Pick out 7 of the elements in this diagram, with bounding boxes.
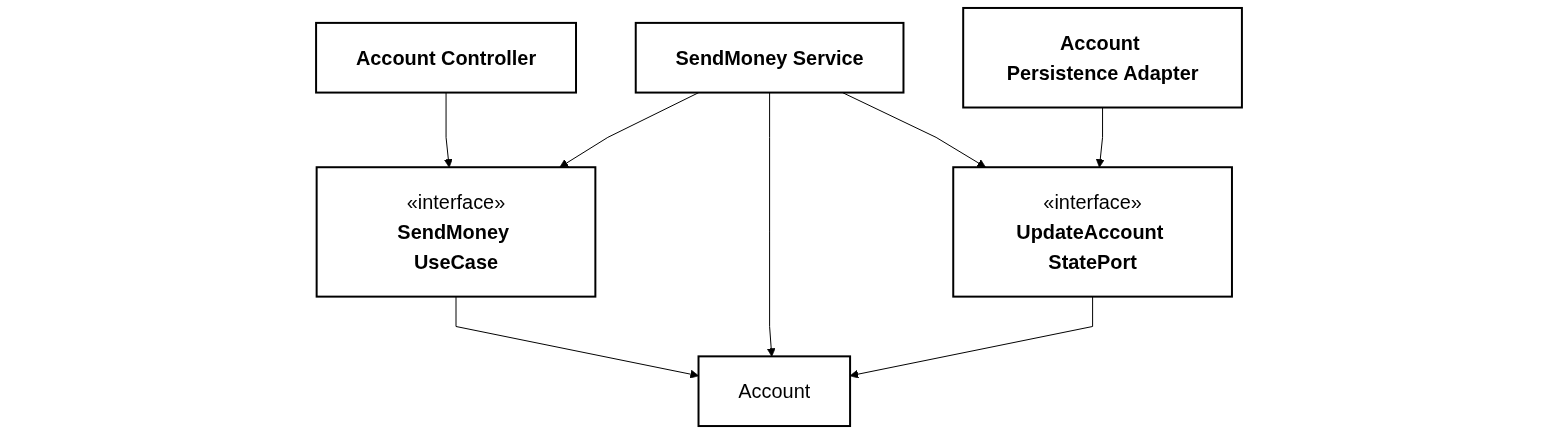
node-box: «interface» UpdateAccount StatePort — [952, 166, 1233, 298]
arrow — [455, 296, 699, 379]
node-box: Account Controller — [315, 21, 577, 94]
node-box: Account — [697, 355, 852, 428]
node-box: Account Persistence Adapter — [962, 6, 1243, 109]
node-box: «interface» SendMoney UseCase — [315, 166, 597, 298]
node-box: SendMoney Service — [634, 21, 905, 94]
